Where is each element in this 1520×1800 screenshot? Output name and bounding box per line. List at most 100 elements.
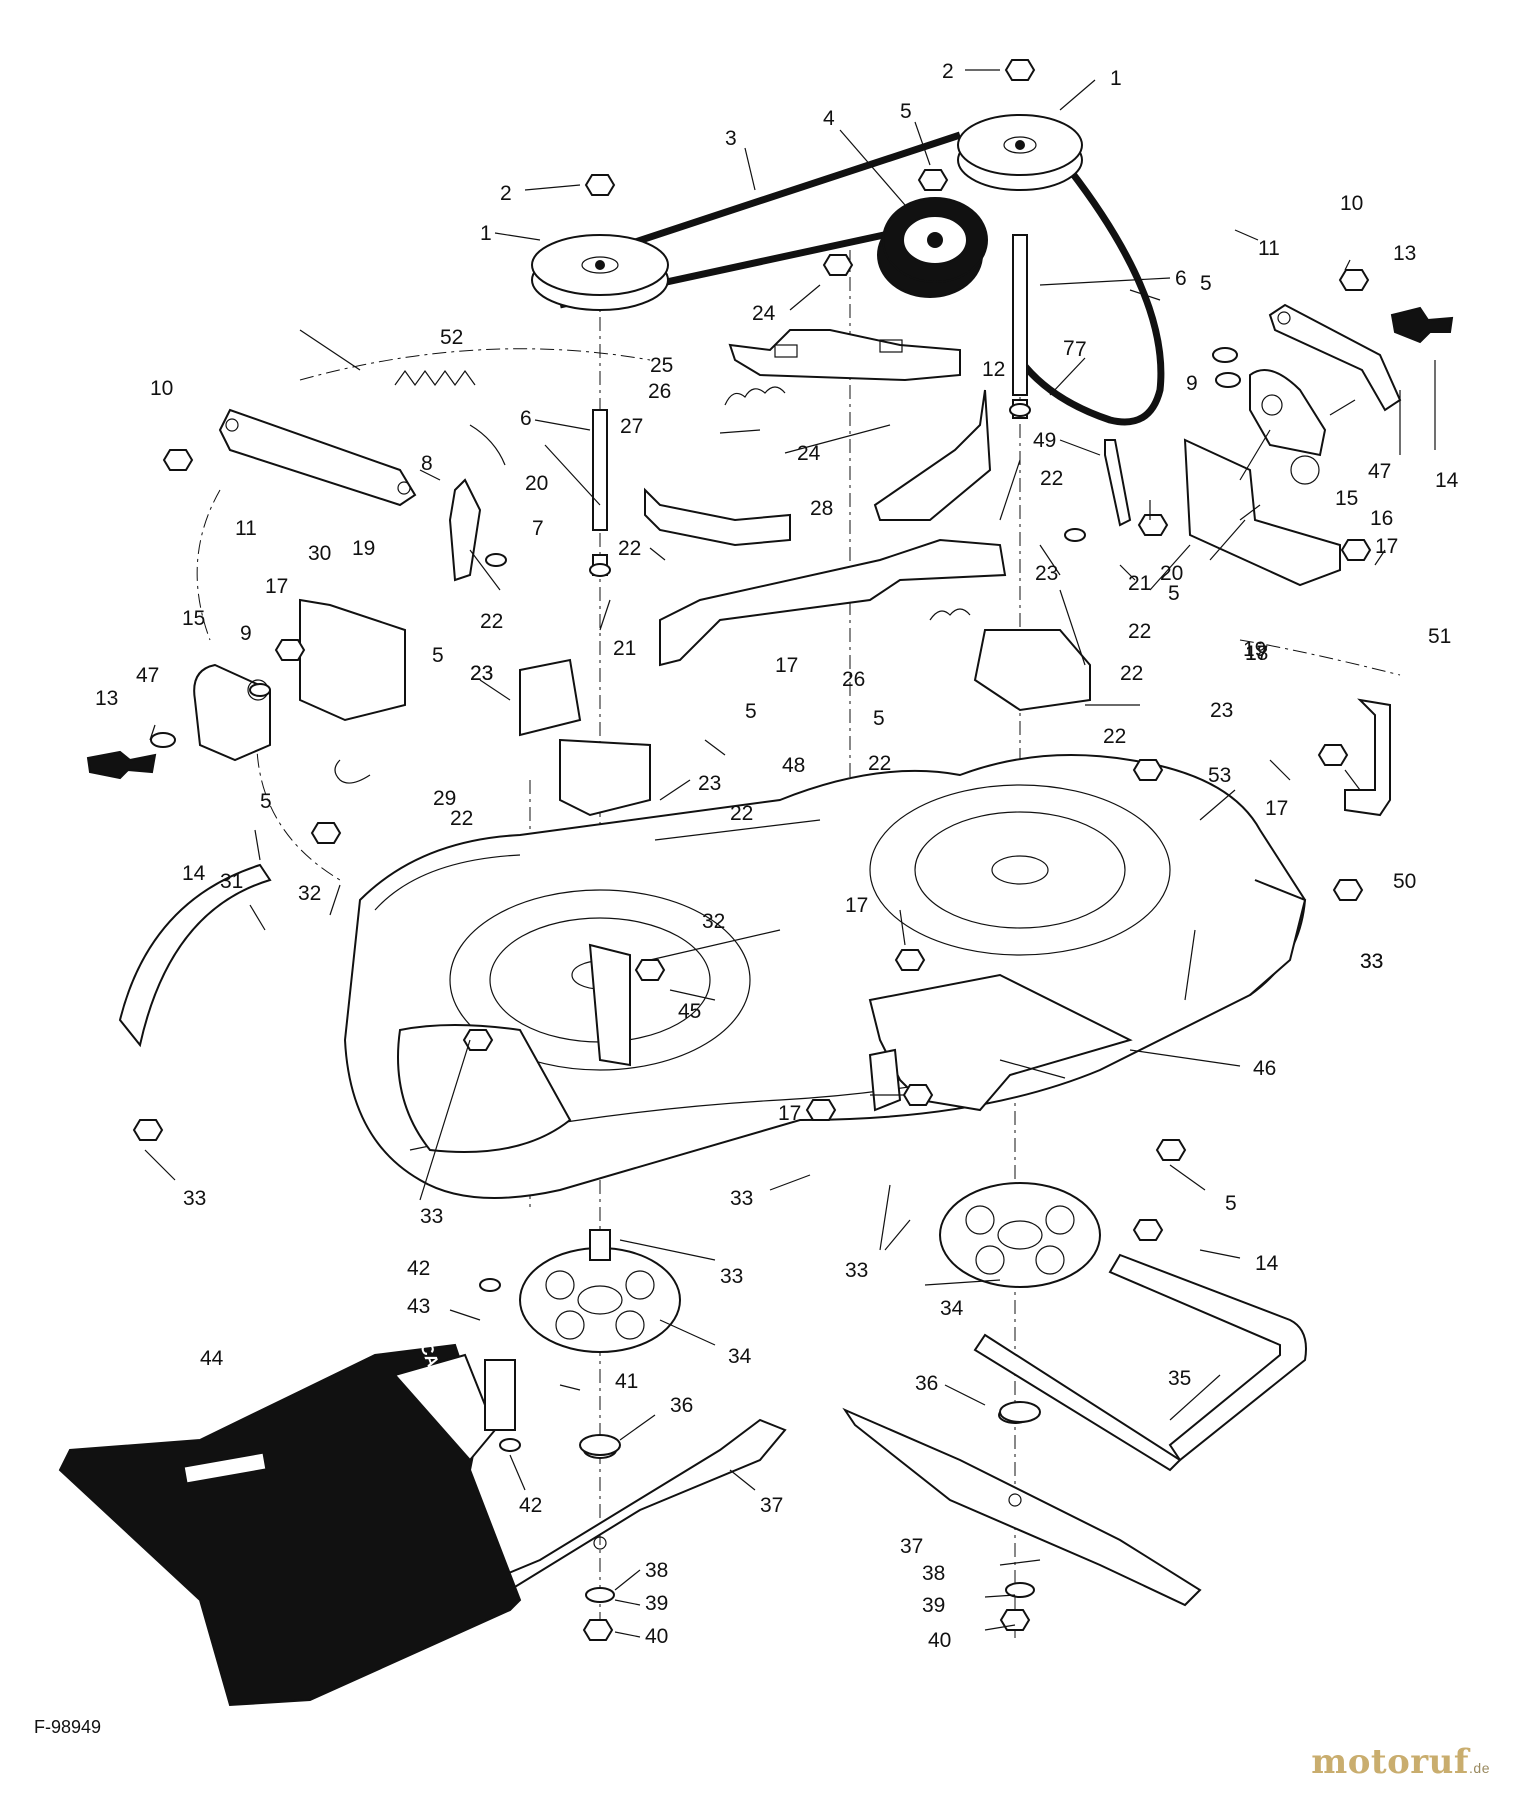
callout-label: 24 (752, 302, 776, 325)
small-brackets (118, 439, 1391, 1261)
leader-lines (144, 69, 1436, 1638)
callout-label: 33 (183, 1187, 206, 1210)
callout-label: 53 (1208, 764, 1231, 787)
callout-label: 10 (150, 377, 173, 400)
callout-label: 5 (745, 700, 757, 723)
idler-pulley (877, 197, 988, 298)
callout-label: 21 (1128, 572, 1151, 595)
callout-label: 2 (942, 60, 954, 83)
callout-label: 20 (1160, 562, 1183, 585)
callout-label: 7 (532, 517, 544, 540)
mower-deck-housing (343, 754, 1307, 1199)
callout-label: 5 (873, 707, 885, 730)
callout-label: 22 (1120, 662, 1143, 685)
watermark-suffix: .de (1469, 1760, 1490, 1776)
callout-label: 48 (782, 754, 805, 777)
hardware-nuts-bolts (132, 59, 1372, 1641)
callout-label: 22 (450, 807, 473, 830)
callout-label: 2 (500, 182, 512, 205)
callout-label: 42 (407, 1257, 430, 1280)
callout-label: 22 (1040, 467, 1063, 490)
watermark-logo: motoruf.de (1311, 1742, 1490, 1782)
callout-label: 15 (1335, 487, 1358, 510)
spindle-housing-right (939, 1182, 1101, 1288)
callout-label: 46 (1253, 1057, 1276, 1080)
callout-label: 23 (698, 772, 721, 795)
callout-label: 17 (778, 1102, 801, 1125)
callout-label: 33 (1360, 950, 1383, 973)
callout-label: 5 (432, 644, 444, 667)
callout-label: 39 (645, 1592, 668, 1615)
callout-label: 18 (1245, 642, 1268, 665)
callout-label: 32 (298, 882, 321, 905)
callout-label: 5 (1200, 272, 1212, 295)
callout-label: 52 (440, 326, 463, 349)
wing-knobs (86, 306, 1454, 780)
callout-label: 33 (730, 1187, 753, 1210)
center-support-bracket (659, 538, 1007, 667)
callout-label: 23 (1035, 562, 1058, 585)
callout-label: 13 (1393, 242, 1416, 265)
belt-guide-bracket-right (873, 389, 992, 521)
callout-label: 34 (940, 1297, 964, 1320)
callout-label: 17 (775, 654, 798, 677)
callout-label: 13 (95, 687, 118, 710)
callout-label: 34 (728, 1345, 752, 1368)
callout-label: 22 (1128, 620, 1151, 643)
callout-label: 24 (797, 442, 821, 465)
callout-label: 35 (1168, 1367, 1191, 1390)
callout-label: 9 (1186, 372, 1198, 395)
callout-label: 23 (470, 662, 493, 685)
belt-guide-bracket-left (644, 487, 791, 547)
callout-label: 27 (620, 415, 643, 438)
discharge-chute (58, 1343, 522, 1707)
callout-label: 33 (845, 1259, 868, 1282)
callout-label: 22 (480, 610, 503, 633)
callout-label: 38 (922, 1562, 945, 1585)
callout-label: 50 (1393, 870, 1416, 893)
callout-label: 29 (433, 787, 456, 810)
figure-code: F-98949 (34, 1717, 102, 1737)
callout-label: 6 (520, 407, 532, 430)
callout-label: 26 (842, 668, 865, 691)
belt-guards (519, 629, 1091, 817)
callout-label: 28 (810, 497, 833, 520)
blade-right (842, 1406, 1202, 1607)
callout-label: 14 (1255, 1252, 1279, 1275)
callout-label: 20 (525, 472, 548, 495)
torsion-springs (334, 386, 1320, 784)
callout-label: 12 (982, 358, 1005, 381)
pulley-right (957, 114, 1083, 191)
spindle-housing-left (519, 1247, 681, 1353)
callout-label: 14 (1435, 469, 1459, 492)
callout-label: 8 (421, 452, 433, 475)
callout-label: 22 (1103, 725, 1126, 748)
deck-hanger-bracket-left (193, 598, 406, 762)
callout-labels: 1 1 2 2 3 4 5 5 5 5 5 5 5 5 6 6 7 7 7 8 … (95, 60, 1459, 1652)
callout-label: 39 (922, 1594, 945, 1617)
callout-label: 33 (420, 1205, 443, 1228)
callout-label: 15 (182, 607, 205, 630)
callout-label: 23 (1210, 699, 1233, 722)
callout-label: 3 (725, 127, 737, 150)
lift-link-right (1268, 303, 1402, 412)
callout-label: 41 (615, 1370, 638, 1393)
callout-label: 37 (760, 1494, 783, 1517)
callout-label: 5 (1168, 582, 1180, 605)
callout-label: 36 (915, 1372, 938, 1395)
callout-label: 1 (1110, 67, 1122, 90)
watermark-name: motoruf (1311, 1742, 1470, 1782)
callout-label: 26 (648, 380, 671, 403)
callout-label: 22 (730, 802, 753, 825)
callout-label: 11 (235, 517, 257, 540)
callout-label: 23 (470, 662, 493, 685)
callout-label: 6 (1175, 267, 1187, 290)
callout-label: 7 (1063, 337, 1075, 360)
callout-label: 22 (868, 752, 891, 775)
callout-label: 17 (1245, 642, 1268, 665)
callout-label: 42 (519, 1494, 542, 1517)
callout-label: 36 (670, 1394, 693, 1417)
callout-label: 4 (823, 107, 835, 130)
callout-label: 49 (1033, 429, 1056, 452)
